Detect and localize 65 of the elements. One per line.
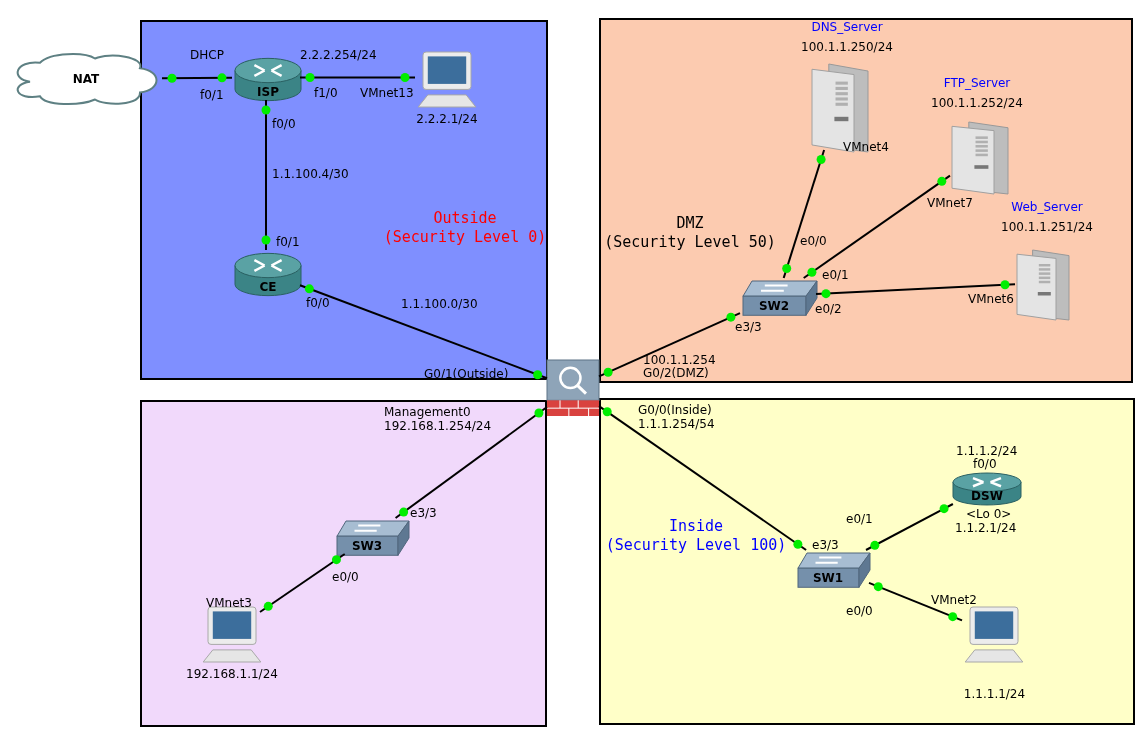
link-line: [802, 174, 951, 279]
device-label: ISP: [256, 85, 280, 99]
interface-label: f0/0: [973, 457, 997, 471]
interface-label: DHCP: [190, 48, 224, 62]
ip-address: 100.1.1.251/24: [1000, 220, 1094, 234]
link-line: [265, 99, 267, 251]
interface-label: 1.1.2.1/24: [955, 521, 1017, 535]
link-line: [299, 284, 548, 380]
ip-address: 192.168.1.1/24: [185, 667, 279, 681]
device-label: SW2: [757, 299, 791, 313]
zone-area: [599, 18, 1133, 383]
server-name: FTP_Server: [942, 76, 1012, 90]
zone-area: [599, 398, 1135, 725]
interface-label: e0/0: [846, 604, 873, 618]
ip-address: 100.1.1.250/24: [800, 40, 894, 54]
server-name: Web_Server: [1010, 200, 1084, 214]
link-line: [815, 283, 1016, 296]
interface-label: f1/0: [314, 86, 338, 100]
cloud-label: NAT: [71, 72, 101, 86]
device-label: SW1: [811, 571, 845, 585]
interface-label: <Lo 0>: [966, 507, 1012, 521]
interface-label: VMnet2: [931, 593, 977, 607]
interface-label: e3/3: [735, 320, 762, 334]
interface-label: 1.1.1.254/54: [638, 417, 715, 431]
zone-label: Outside (Security Level 0): [382, 209, 548, 247]
device-label: CE: [258, 280, 278, 294]
interface-label: Management0: [384, 405, 471, 419]
interface-label: 100.1.1.254: [643, 353, 716, 367]
link-line: [259, 553, 346, 613]
zone-label: Inside (Security Level 100): [604, 517, 788, 555]
link-line: [161, 76, 233, 80]
zone-label: DMZ (Security Level 50): [603, 214, 777, 252]
interface-label: 192.168.1.254/24: [384, 419, 492, 433]
ip-address: 100.1.1.252/24: [930, 96, 1024, 110]
link-line: [865, 503, 954, 551]
interface-label: VMnet13: [360, 86, 414, 100]
zone-area: [140, 20, 548, 380]
interface-label: G0/2(DMZ): [643, 366, 709, 380]
interface-label: VMnet4: [843, 140, 889, 154]
edge-label: 1.1.100.0/30: [400, 297, 479, 311]
link-line: [394, 406, 548, 519]
edge-label: 1.1.100.4/30: [271, 167, 350, 181]
interface-label: e0/2: [815, 302, 842, 316]
interface-label: VMnet3: [206, 596, 252, 610]
device-label: DSW: [970, 489, 1004, 503]
interface-label: VMnet6: [968, 292, 1014, 306]
link-line: [782, 149, 826, 279]
link-line: [598, 312, 741, 378]
interface-label: 2.2.2.254/24: [300, 48, 377, 62]
link-line: [868, 581, 963, 622]
device-label: SW3: [350, 539, 384, 553]
interface-label: e0/1: [822, 268, 849, 282]
server-name: DNS_Server: [810, 20, 884, 34]
interface-label: f0/0: [306, 296, 330, 310]
interface-label: G0/1(Outside): [424, 367, 509, 381]
zone-area: [140, 400, 547, 727]
interface-label: G0/0(Inside): [638, 403, 712, 417]
interface-label: e0/0: [332, 570, 359, 584]
interface-label: f0/0: [272, 117, 296, 131]
interface-label: VMnet7: [927, 196, 973, 210]
link-line: [299, 76, 416, 79]
ip-address: 1.1.1.1/24: [962, 687, 1027, 701]
interface-label: e3/3: [812, 538, 839, 552]
ip-address: 2.2.2.1/24: [415, 112, 479, 126]
link-line: [598, 405, 808, 551]
